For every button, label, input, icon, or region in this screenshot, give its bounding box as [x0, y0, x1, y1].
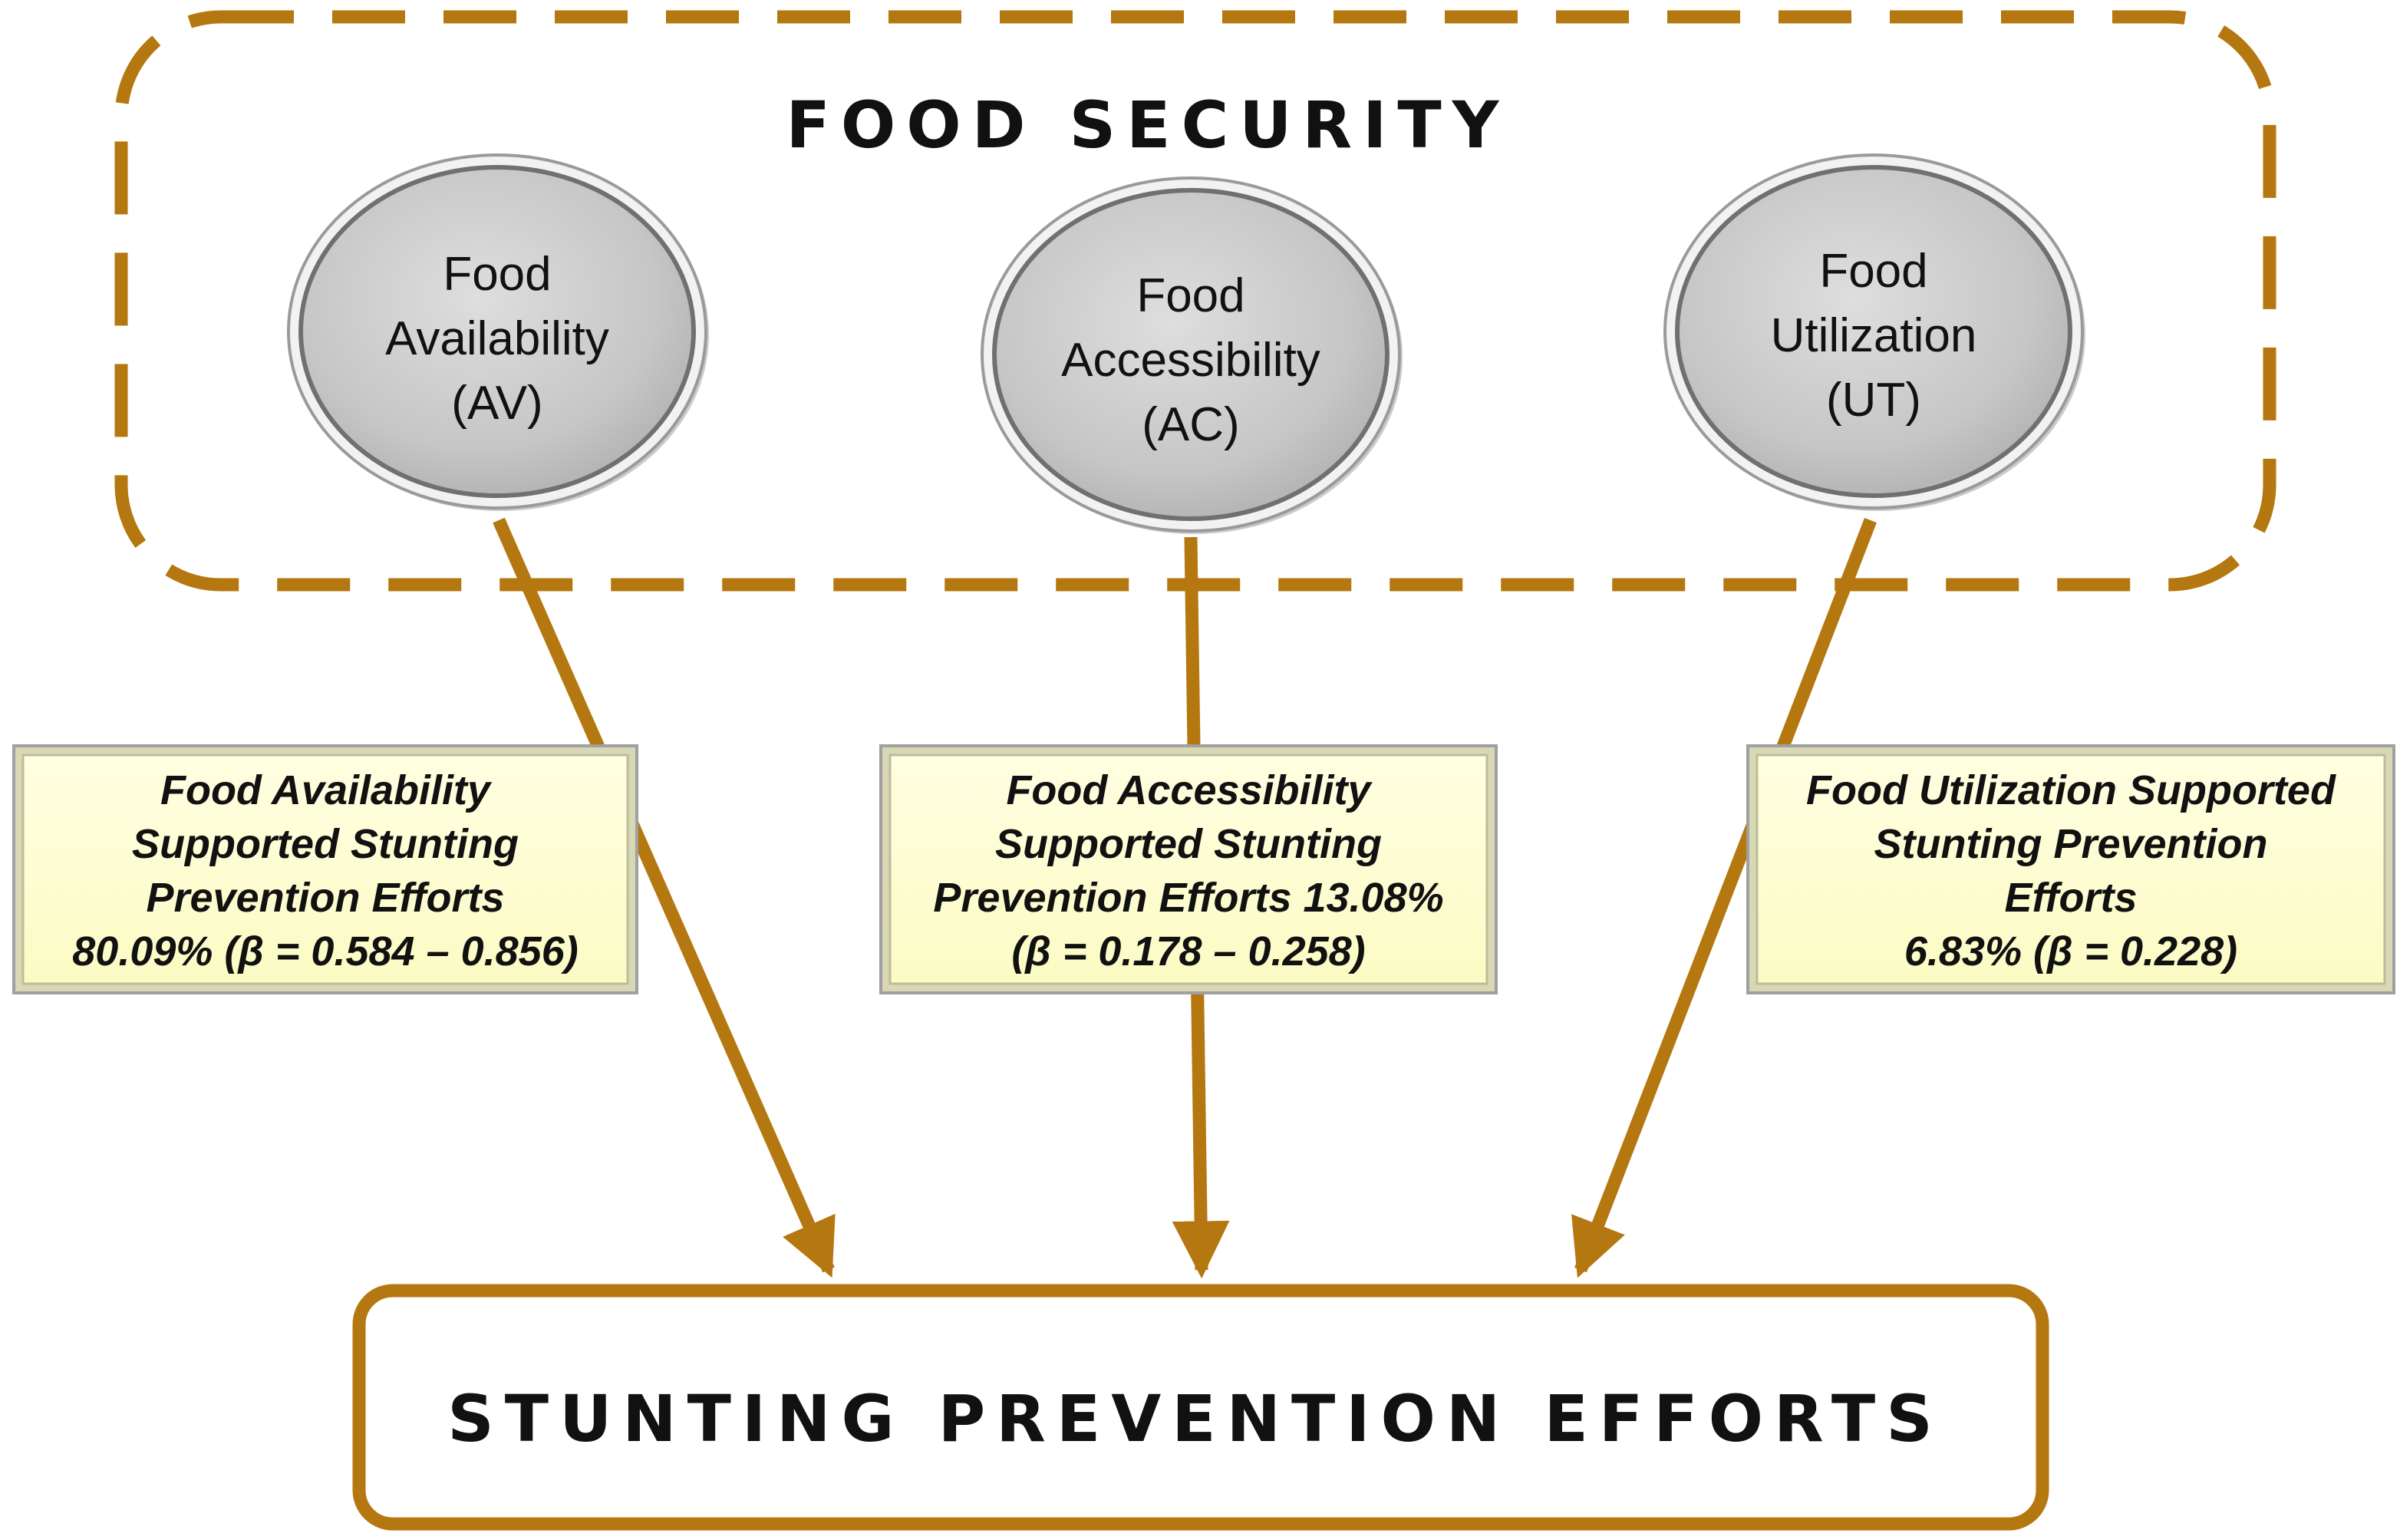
- label-box-line: Food Utilization Supported: [1806, 767, 2336, 813]
- ellipse-food-availability: Food Availability (AV): [287, 153, 709, 511]
- arrow-ut-to-outcome: [1571, 517, 1877, 1278]
- label-box-line: Food Availability: [160, 767, 493, 813]
- ellipse-label-line: Utilization: [1771, 309, 1977, 362]
- label-box-availability: Food Availability Supported Stunting Pre…: [12, 744, 638, 994]
- label-box-line: (β = 0.178 – 0.258): [1011, 928, 1365, 974]
- ellipse-label-line: Availability: [385, 312, 609, 365]
- ellipse-label-line: Food: [1136, 269, 1245, 322]
- label-box-line: 6.83% (β = 0.228): [1904, 928, 2237, 974]
- ellipse-label-line: (AV): [451, 377, 542, 430]
- label-box-line: Supported Stunting: [132, 821, 519, 867]
- ellipse-label-line: (AC): [1142, 398, 1239, 451]
- label-box-line: Prevention Efforts: [146, 875, 504, 921]
- label-box-line: Prevention Efforts 13.08%: [933, 875, 1443, 921]
- ellipse-label-line: Accessibility: [1061, 334, 1320, 387]
- outcome-title: STUNTING PREVENTION EFFORTS: [447, 1381, 1943, 1456]
- food-security-title: FOOD SECURITY: [786, 87, 1510, 163]
- label-box-utilization: Food Utilization Supported Stunting Prev…: [1746, 744, 2395, 994]
- label-box-line: Stunting Prevention: [1874, 821, 2268, 867]
- ellipse-label-line: Food: [443, 248, 551, 301]
- arrow-av-to-outcome: [493, 517, 836, 1278]
- ellipse-label-line: Food: [1819, 245, 1927, 298]
- label-box-line: Efforts: [2004, 875, 2137, 921]
- ellipse-label-line: (UT): [1826, 374, 1921, 427]
- label-box-line: 80.09% (β = 0.584 – 0.856): [72, 928, 578, 974]
- label-box-line: Supported Stunting: [995, 821, 1382, 867]
- ellipse-food-accessibility: Food Accessibility (AC): [981, 176, 1403, 534]
- label-box-accessibility: Food Accessibility Supported Stunting Pr…: [879, 744, 1498, 994]
- ellipse-food-utilization: Food Utilization (UT): [1663, 153, 2085, 511]
- outcome-box: STUNTING PREVENTION EFFORTS: [352, 1284, 2049, 1531]
- label-box-line: Food Accessibility: [1006, 767, 1373, 813]
